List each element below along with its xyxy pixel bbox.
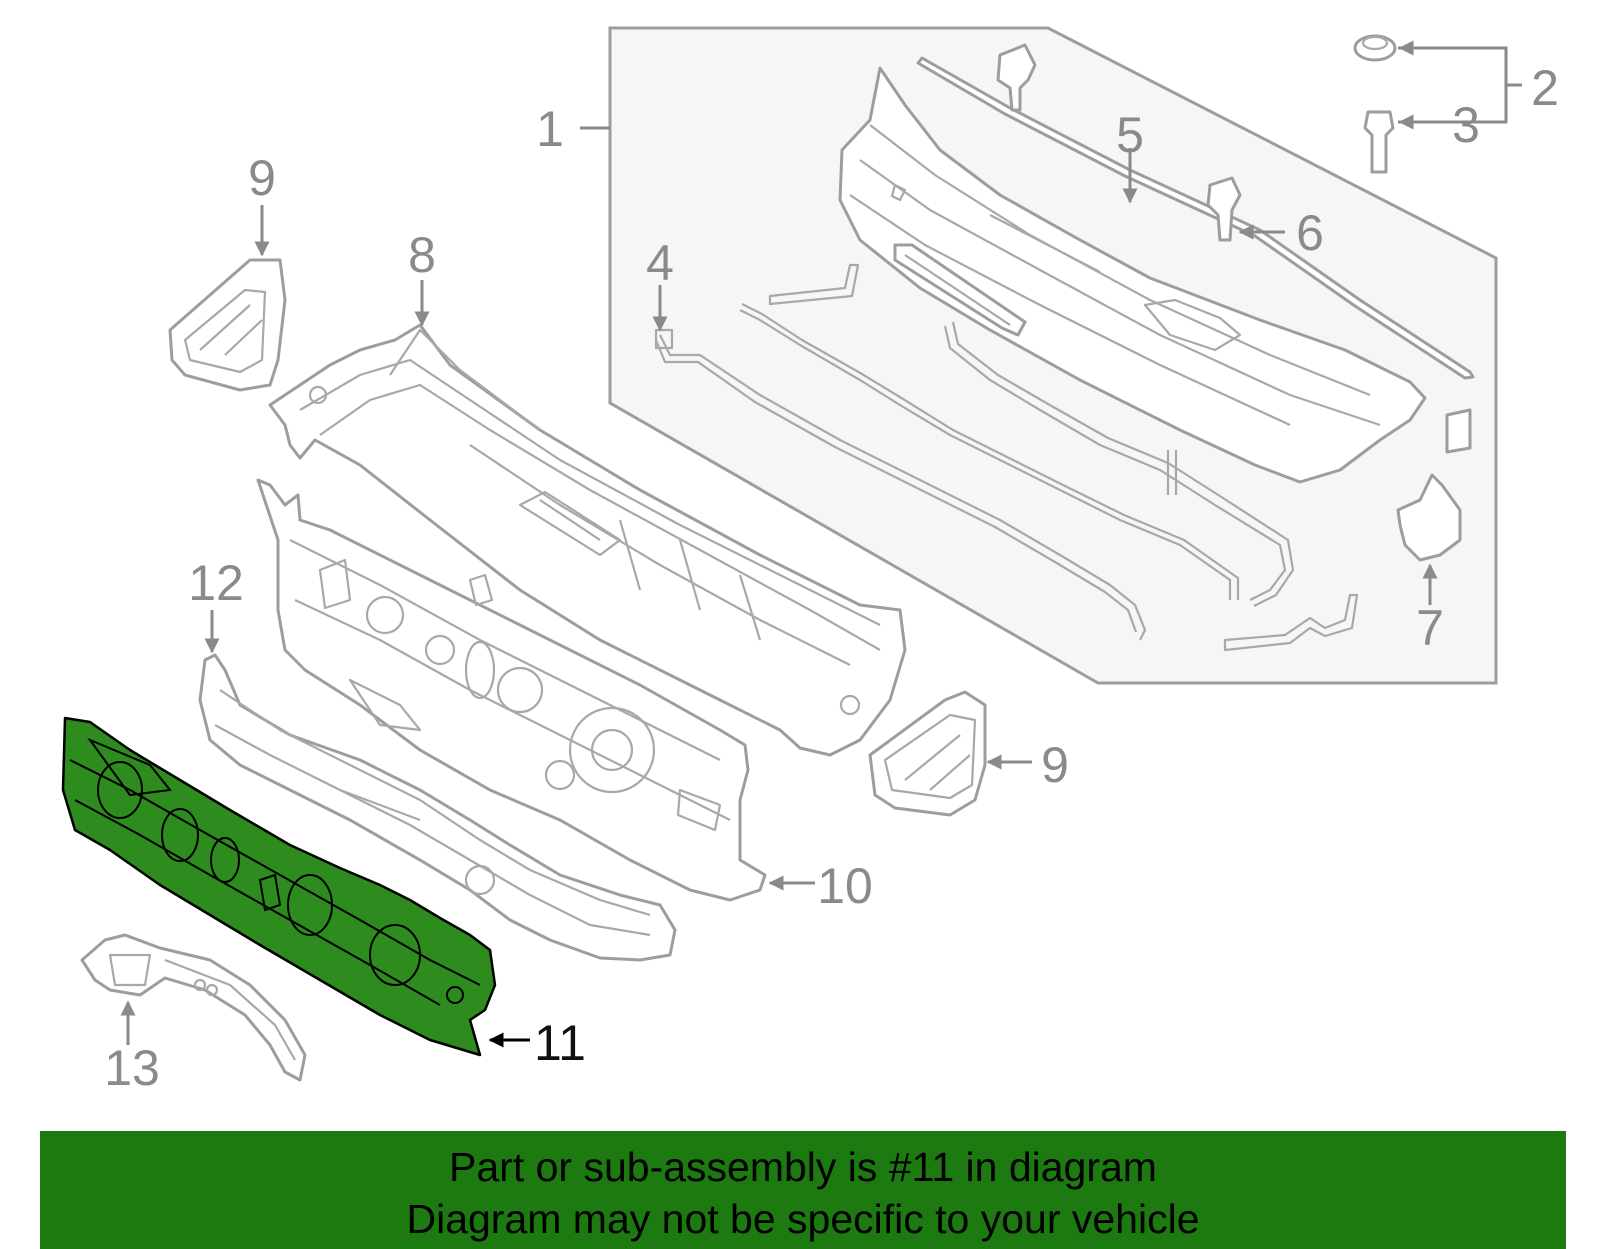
callout-12: 12 bbox=[188, 555, 244, 611]
part-7-plate bbox=[1445, 408, 1472, 454]
part-13-lower-bracket bbox=[80, 933, 307, 1082]
callout-10: 10 bbox=[817, 858, 873, 914]
part-2-grommet-top bbox=[1361, 35, 1389, 51]
part-5-cowl-cover bbox=[838, 66, 1427, 484]
callout-9a: 9 bbox=[248, 150, 276, 206]
part-10-dash-panel bbox=[256, 478, 767, 902]
banner-line-2: Diagram may not be specific to your vehi… bbox=[406, 1196, 1200, 1242]
part-7-bracket bbox=[1396, 473, 1462, 562]
callout-3: 3 bbox=[1452, 97, 1480, 153]
part-9-bracket-right bbox=[868, 690, 987, 817]
info-banner: Part or sub-assembly is #11 in diagram D… bbox=[40, 1131, 1566, 1249]
part-8-cowl-panel bbox=[268, 323, 907, 757]
part-12-cross-member bbox=[198, 653, 677, 962]
callout-1: 1 bbox=[536, 101, 564, 157]
part-11-dash-insulator bbox=[61, 716, 497, 1057]
callout-8: 8 bbox=[408, 227, 436, 283]
callout-6: 6 bbox=[1296, 205, 1324, 261]
callout-7: 7 bbox=[1416, 600, 1444, 656]
parts-diagram: 1 5 6 2 3 4 bbox=[61, 26, 1559, 1096]
callout-13: 13 bbox=[104, 1040, 160, 1096]
part-4-hoses bbox=[654, 263, 1359, 652]
callout-9b: 9 bbox=[1041, 737, 1069, 793]
callout-11: 11 bbox=[534, 1015, 586, 1071]
banner-line-1: Part or sub-assembly is #11 in diagram bbox=[449, 1144, 1157, 1190]
callout-5: 5 bbox=[1116, 107, 1144, 163]
part-5-seal-strip bbox=[916, 56, 1475, 380]
callout-4: 4 bbox=[646, 235, 674, 291]
part-9-bracket-left bbox=[168, 258, 287, 392]
callout-2: 2 bbox=[1531, 60, 1559, 116]
part-6-clip-a bbox=[996, 43, 1037, 112]
part-3-bolt bbox=[1363, 110, 1395, 174]
part-5-grille-hatch bbox=[904, 254, 1011, 326]
part-6-clip-b bbox=[1206, 176, 1242, 242]
